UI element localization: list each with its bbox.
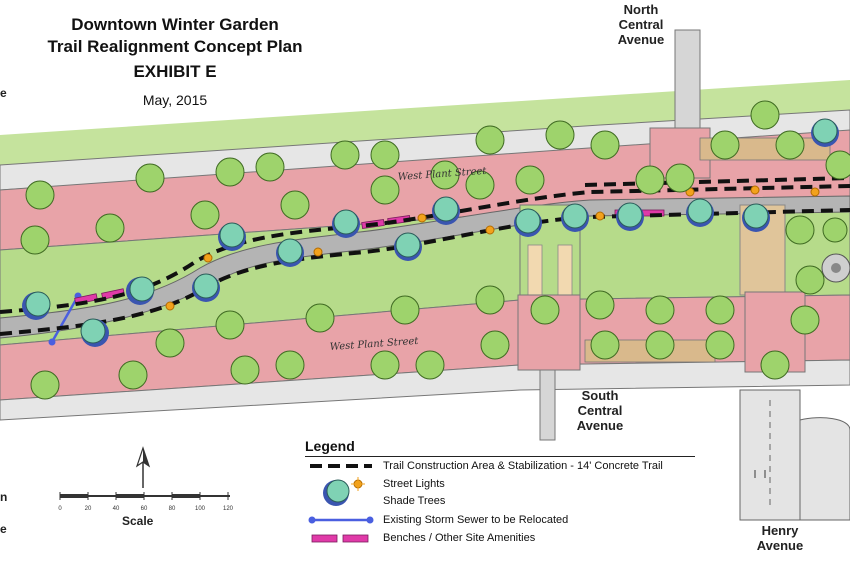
henry-avenue-label: Henry Avenue (756, 523, 804, 553)
north-arrow-icon (135, 446, 151, 488)
legend-item-trail: Trail Construction Area & Stabilization … (383, 460, 663, 472)
scale-tick-label: 0 (58, 506, 62, 512)
street-lights (165, 185, 820, 311)
scale-label: Scale (122, 514, 154, 528)
edge-text-fragment: e (0, 86, 7, 100)
legend: Legend Trail Construction Area & Stabili… (305, 438, 705, 544)
existing-trees (20, 100, 850, 400)
plan-title-line1: Downtown Winter Garden (71, 15, 279, 34)
storm-sewer-line (50, 295, 80, 343)
scale-tick-label: 100 (195, 506, 206, 512)
storm-sewer-line (308, 516, 374, 524)
crosswalk-pattern (527, 244, 543, 296)
legend-item-shade-trees: Shade Trees (383, 495, 446, 507)
scale-tick-label: 40 (113, 506, 120, 512)
shade-tree-icon (323, 479, 350, 506)
legend-item-street-lights: Street Lights (383, 478, 445, 490)
legend-item-storm-sewer: Existing Storm Sewer to be Relocated (383, 514, 569, 526)
edge-text-fragment: n (0, 490, 8, 504)
exhibit-label: EXHIBIT E (133, 62, 217, 81)
legend-title: Legend (305, 438, 695, 457)
scale-bar: 0 20 40 60 80 100 120 (58, 492, 234, 512)
scale-tick-label: 60 (141, 506, 148, 512)
scale-tick-label: 80 (169, 506, 176, 512)
north-central-avenue-road (674, 29, 701, 133)
plan-title-line2: Trail Realignment Concept Plan (47, 37, 303, 56)
scale-tick-label: 20 (85, 506, 92, 512)
south-central-avenue-label: South Central Avenue (576, 388, 624, 433)
legend-item-benches: Benches / Other Site Amenities (383, 532, 536, 544)
plan-date: May, 2015 (142, 92, 208, 108)
south-central-avenue-road (539, 369, 556, 441)
street-light-icon (351, 477, 365, 491)
trail-construction-line-lower (0, 208, 850, 336)
scale-tick-label: 120 (223, 506, 234, 512)
trail-construction-line-upper (0, 184, 850, 314)
legend-symbols (308, 464, 374, 543)
title-block: Downtown Winter Garden Trail Realignment… (20, 14, 330, 110)
shade-trees (22, 118, 839, 347)
bench-icon (311, 534, 369, 543)
edge-text-fragment: e (0, 522, 7, 536)
north-central-avenue-label: North Central Avenue (617, 2, 665, 47)
